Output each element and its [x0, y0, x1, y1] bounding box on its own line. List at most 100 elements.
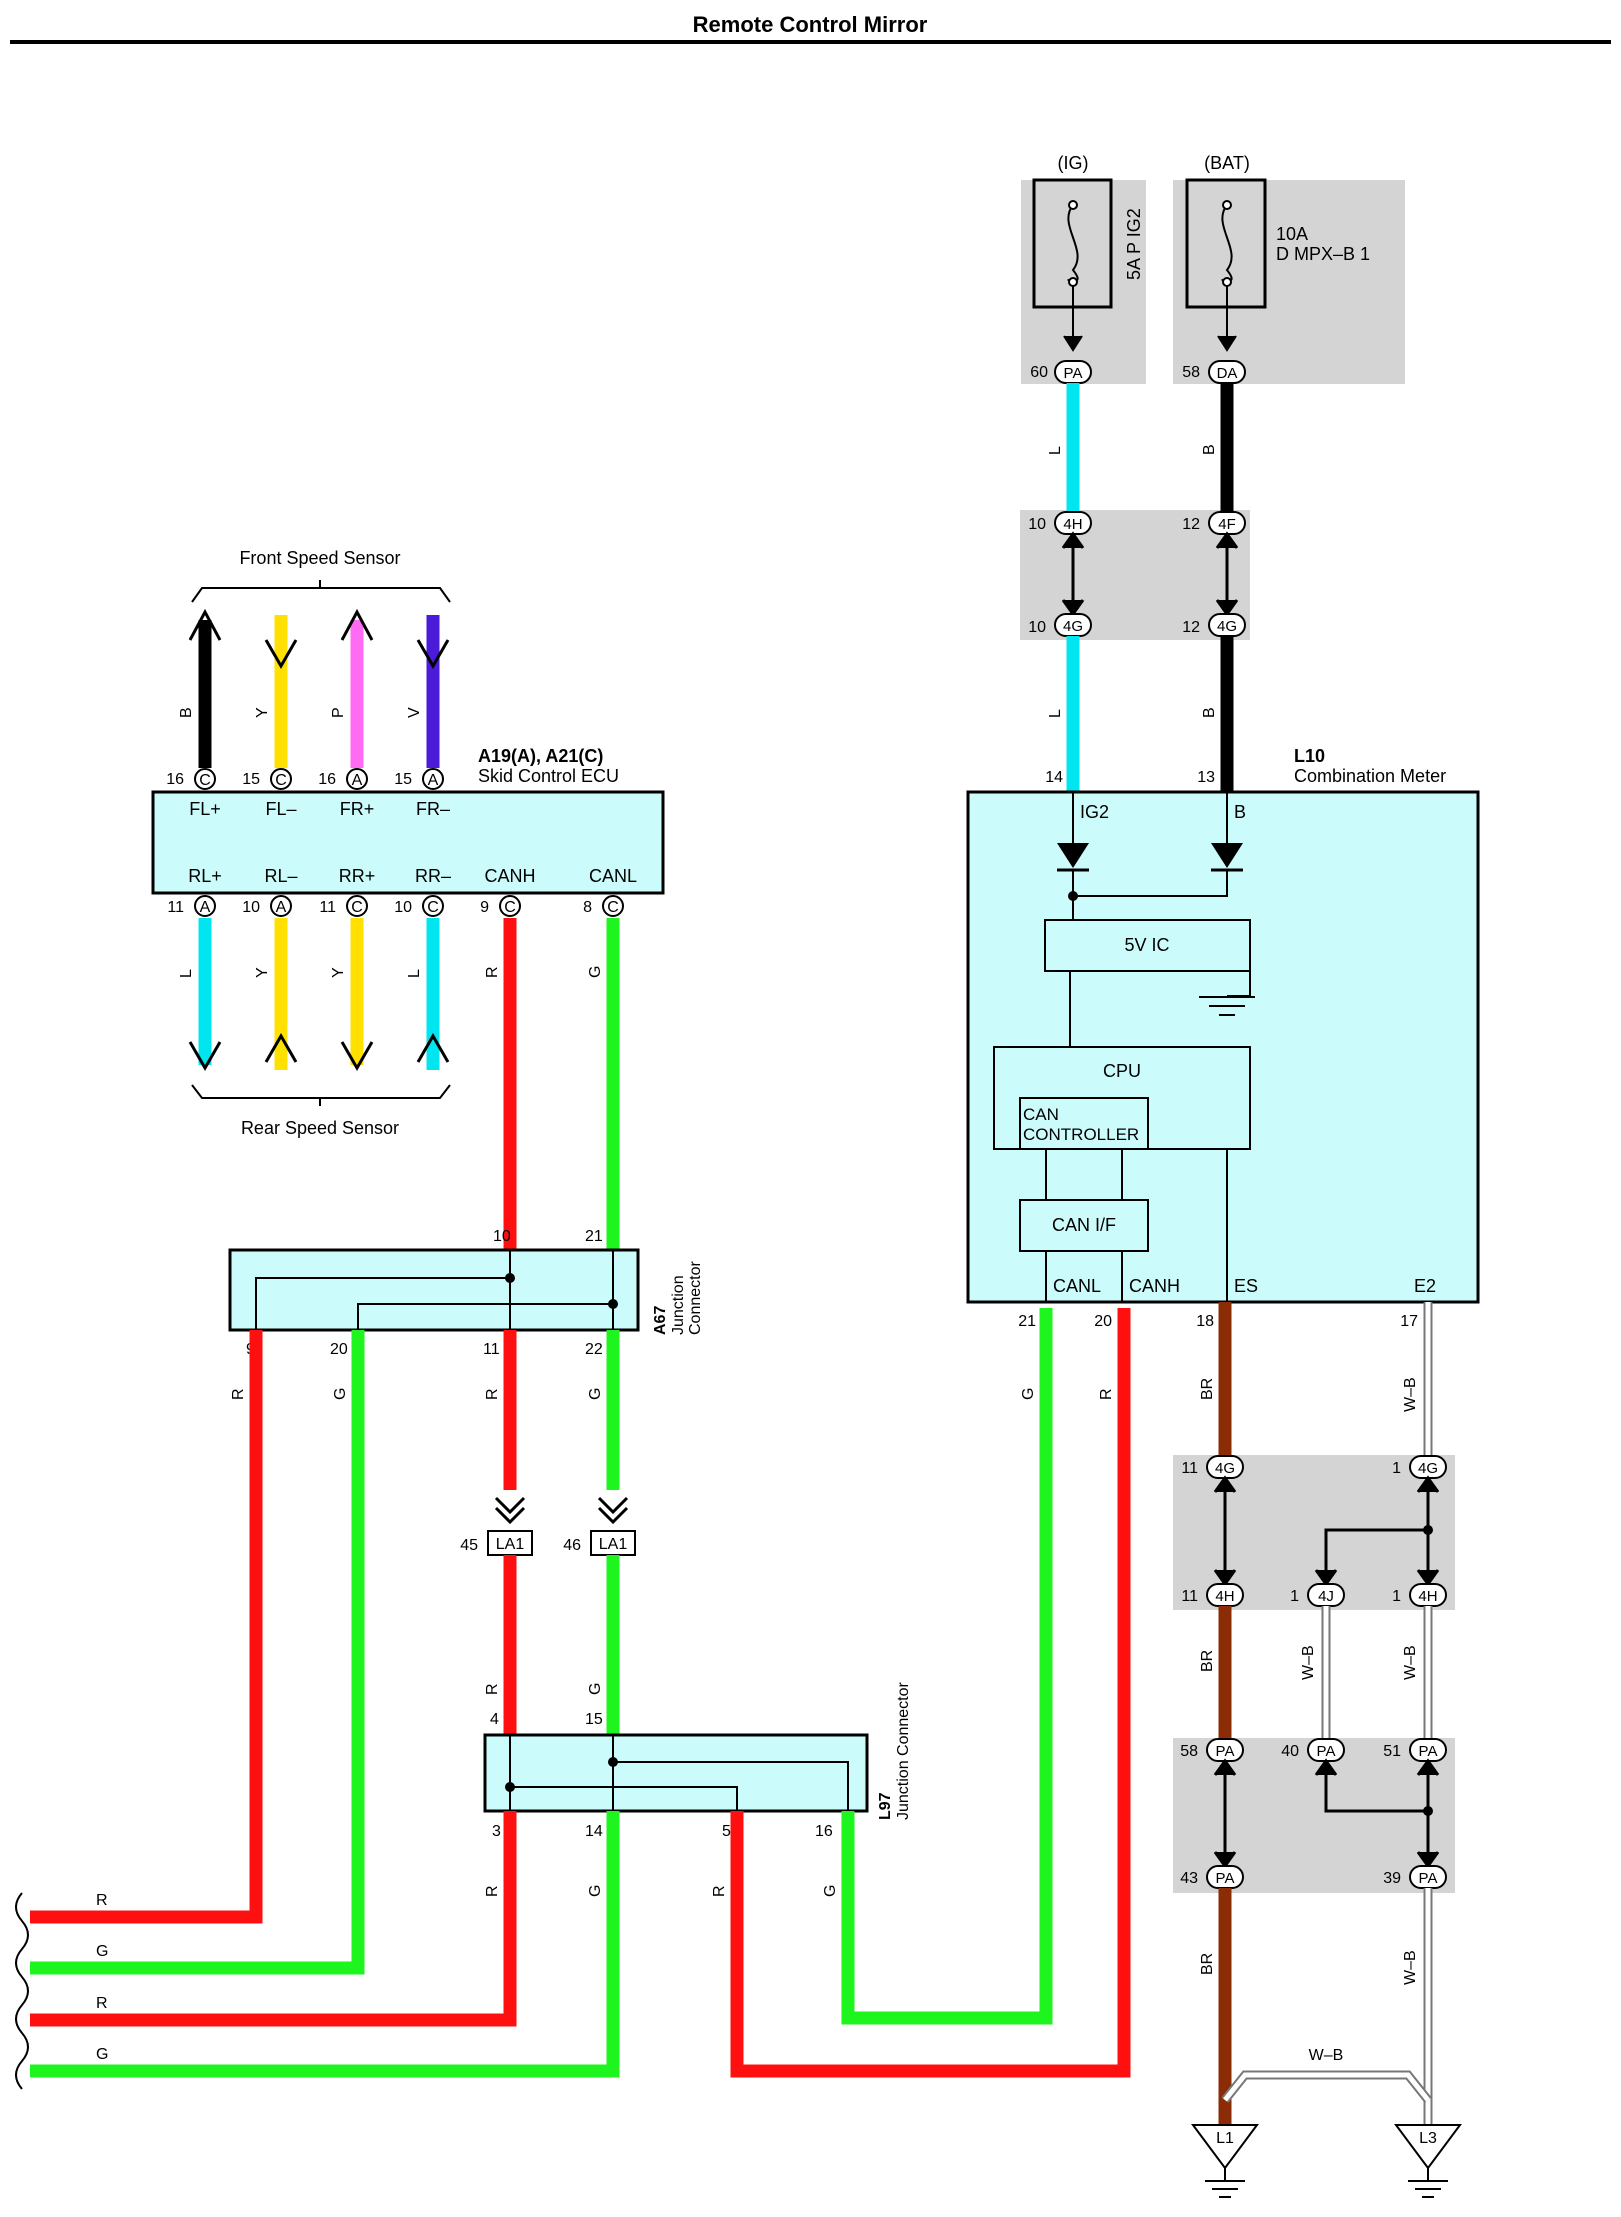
ecu-pin-label: RL– [264, 866, 297, 886]
page-title: Remote Control Mirror [693, 12, 928, 37]
pin-number: 58 [1182, 364, 1200, 381]
wire-label: R [484, 1388, 501, 1400]
wire-label: G [332, 1388, 349, 1400]
wire-label: G [96, 2046, 108, 2063]
wire-l97-pin14 [30, 1811, 620, 2078]
pin-number: 1 [1290, 1588, 1299, 1605]
meter-pin-label: ES [1234, 1276, 1258, 1296]
fuse-bat-name: D MPX–B 1 [1276, 244, 1370, 264]
wire-a67-pin20 [30, 1330, 365, 1975]
pin-connector: 4H [1215, 1588, 1234, 1605]
pin-connector: PA [1317, 1743, 1336, 1760]
pin-number: 1 [1392, 1588, 1401, 1605]
meter-pin-label: CANH [1129, 1276, 1180, 1296]
ic-5v [1044, 919, 1251, 972]
wire-label: BR [1199, 1378, 1216, 1400]
ecu-pin-label: FL– [265, 799, 296, 819]
wire-label: P [330, 707, 347, 718]
a67-name-2: Connector [687, 1261, 704, 1335]
pin-number: 18 [1196, 1313, 1214, 1330]
pin-number: 10 [1028, 619, 1046, 636]
wire-label: L [178, 969, 195, 978]
pin-number: 39 [1383, 1870, 1401, 1887]
wire-label: B [178, 707, 195, 718]
wire-break-mark [15, 1892, 29, 2090]
wire-label: W–B [1300, 1645, 1317, 1680]
pin-number: 5 [722, 1823, 731, 1840]
wire-label: W–B [1402, 1645, 1419, 1680]
pin-connector: 4G [1215, 1460, 1235, 1477]
ecu-pin-label: CANL [589, 866, 637, 886]
pin-number: 17 [1400, 1313, 1418, 1330]
pin-number: 14 [585, 1823, 603, 1840]
ground-label: L1 [1216, 2130, 1234, 2147]
ecu-pin-label: RL+ [188, 866, 222, 886]
fuse-bat-amp: 10A [1276, 224, 1308, 244]
wire-a67-pin9 [30, 1330, 263, 1924]
pin-number: 15 [394, 771, 412, 788]
pin-number: 1 [1392, 1460, 1401, 1477]
pin-number: 12 [1182, 516, 1200, 533]
can-if-box [1019, 1199, 1149, 1252]
wire-label: W–B [1309, 2047, 1344, 2064]
combination-meter: L10 Combination Meter 14 13 IG2 B 5V IC … [966, 746, 1480, 1330]
wire-label: V [406, 707, 423, 718]
wire-label: R [96, 1995, 108, 2012]
pin-connector: 4J [1318, 1588, 1334, 1605]
pin-connector: A [352, 772, 363, 789]
pin-connector: C [504, 899, 516, 916]
fuse-bat-source: (BAT) [1204, 153, 1250, 173]
ecu-box [151, 790, 665, 895]
pin-number: 11 [1181, 1460, 1198, 1477]
l97-code: L97 [877, 1792, 894, 1820]
pin-connector: C [351, 899, 363, 916]
wire-label: Y [254, 967, 271, 978]
pin-number: 46 [563, 1537, 581, 1554]
pin-connector: A [200, 899, 211, 916]
pin-number: 51 [1383, 1743, 1401, 1760]
wire-label: BR [1199, 1953, 1216, 1975]
pin-connector: C [427, 899, 439, 916]
wire-label: G [96, 1943, 108, 1960]
pin-connector: 4F [1218, 516, 1236, 533]
pin-connector: A [276, 899, 287, 916]
pin-connector: PA [1419, 1870, 1438, 1887]
wire-label: R [96, 1892, 108, 1909]
pin-number: 11 [319, 899, 336, 916]
wire-label: G [587, 966, 604, 978]
ecu-pin-label: FR– [416, 799, 450, 819]
ground-network-lower: 58 PA 40 PA 51 PA 43 PA 39 PA [1180, 1738, 1447, 1889]
pin-connector: PA [1216, 1743, 1235, 1760]
wire-l97-pin5 [730, 1308, 1131, 2078]
wire-label: G [587, 1388, 604, 1400]
pin-number: 16 [815, 1823, 833, 1840]
pin-number: 15 [585, 1711, 603, 1728]
pin-number: 8 [583, 899, 592, 916]
pin-number: 22 [585, 1341, 603, 1358]
wire-l97-pin16 [841, 1308, 1053, 2025]
can-controller-box [1019, 1097, 1149, 1150]
pin-connector: C [275, 772, 287, 789]
wire-label: R [484, 1885, 501, 1897]
a67-code: A67 [652, 1306, 669, 1335]
pin-connector: C [199, 772, 211, 789]
can-controller-label-2: CONTROLLER [1023, 1125, 1139, 1144]
pin-number: 40 [1281, 1743, 1299, 1760]
pin-number: 58 [1180, 1743, 1198, 1760]
l97-box [483, 1733, 869, 1813]
pin-connector: LA1 [599, 1536, 628, 1553]
pin-connector: DA [1217, 365, 1238, 382]
wire-label: L [406, 969, 423, 978]
pin-number: 10 [493, 1228, 511, 1245]
pin-number: 15 [242, 771, 260, 788]
pin-number: 10 [1028, 516, 1046, 533]
pin-connector: 4H [1418, 1588, 1437, 1605]
meter-code: L10 [1294, 746, 1325, 766]
a67-box [228, 1248, 640, 1332]
wire-label: R [230, 1388, 247, 1400]
wire-label: Y [254, 707, 271, 718]
wire-label: G [1020, 1388, 1037, 1400]
pin-number: 4 [490, 1711, 499, 1728]
pin-number: 10 [242, 899, 260, 916]
